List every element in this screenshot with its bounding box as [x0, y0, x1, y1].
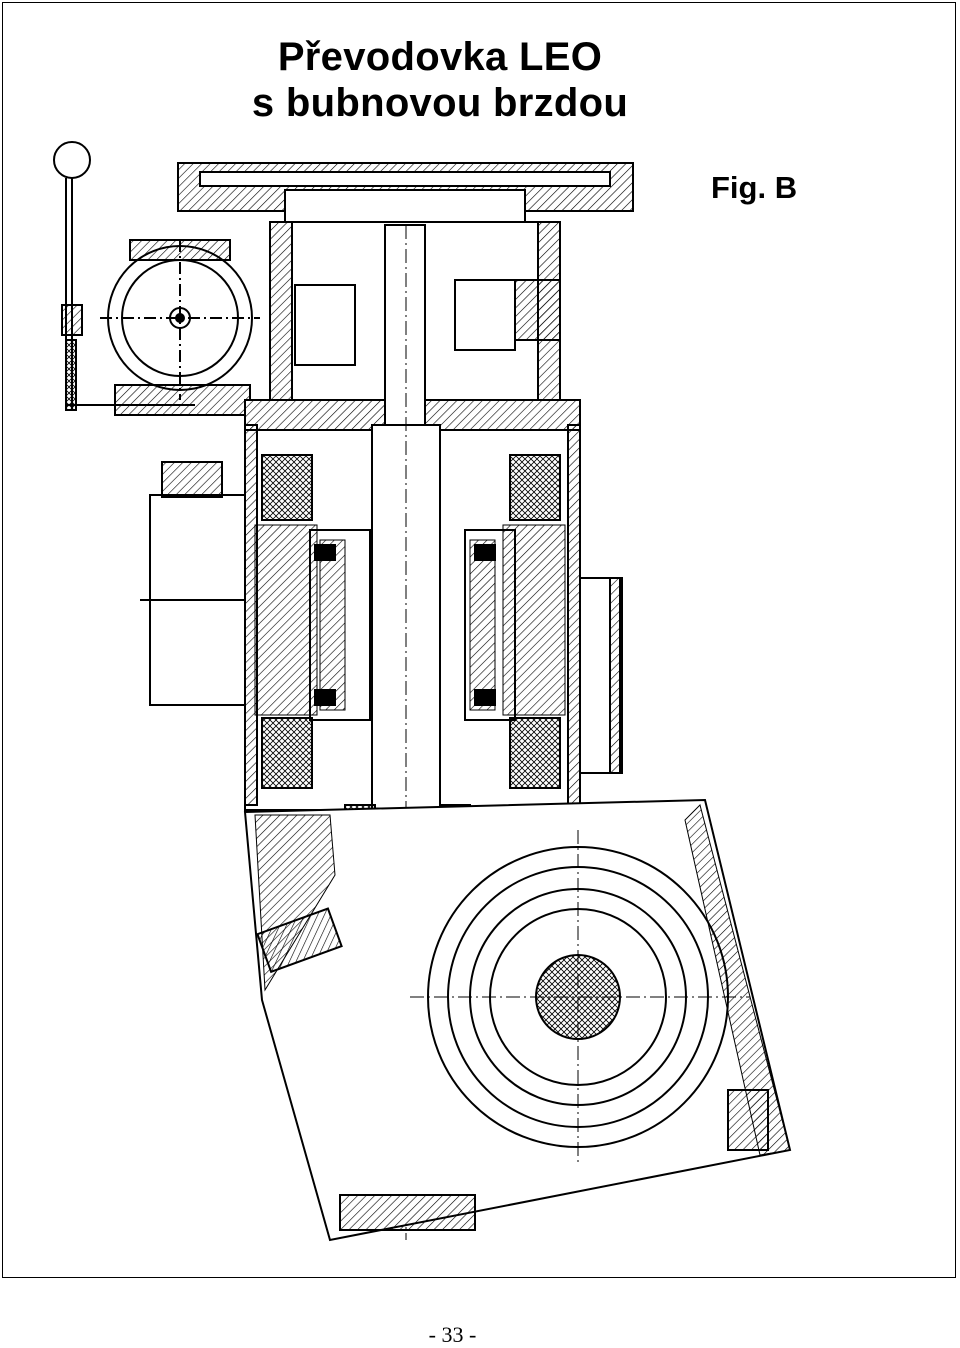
page-frame [2, 2, 956, 1278]
gearbox-technical-drawing [53, 141, 792, 1242]
drum-brake [100, 239, 260, 416]
brake-lever [53, 141, 195, 411]
page-number: - 33 - [428, 1322, 477, 1347]
page-title: Převodovka LEO s bubnovou brzdou [0, 34, 880, 126]
title-line-2: s bubnovou brzdou [251, 81, 629, 125]
figure-label: Fig. B [711, 170, 798, 205]
title-line-1: Převodovka LEO [277, 35, 603, 79]
gear-housing [243, 798, 792, 1242]
terminal-box [140, 461, 246, 706]
top-flange [177, 162, 634, 227]
worm-wheel [410, 830, 750, 1165]
fan-cover [579, 577, 623, 774]
bottom-bearing-cap [339, 1194, 476, 1231]
